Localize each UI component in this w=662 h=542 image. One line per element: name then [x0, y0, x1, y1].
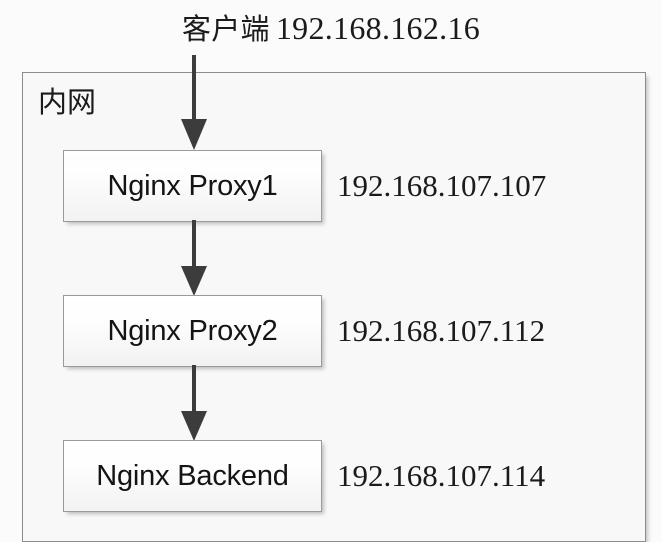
arrow-client-to-proxy1: [177, 55, 211, 152]
ip-label-nginx-backend: 192.168.107.114: [337, 458, 546, 493]
node-label: Nginx Proxy1: [107, 170, 278, 202]
node-box-nginx-proxy2[interactable]: Nginx Proxy2: [63, 295, 322, 367]
client-title-ip: 192.168.162.16: [275, 10, 481, 46]
node-label: Nginx Proxy2: [107, 315, 278, 347]
node-label: Nginx Backend: [96, 460, 289, 492]
node-box-nginx-backend[interactable]: Nginx Backend: [63, 440, 322, 512]
client-title-label: 客户端: [181, 12, 270, 46]
node-box-nginx-proxy1[interactable]: Nginx Proxy1: [63, 150, 322, 222]
ip-label-nginx-proxy1: 192.168.107.107: [337, 168, 547, 203]
arrow-proxy1-to-proxy2: [177, 220, 211, 297]
intranet-label: 内网: [38, 85, 97, 119]
arrow-proxy2-to-backend: [177, 365, 211, 442]
ip-label-nginx-proxy2: 192.168.107.112: [337, 313, 546, 348]
